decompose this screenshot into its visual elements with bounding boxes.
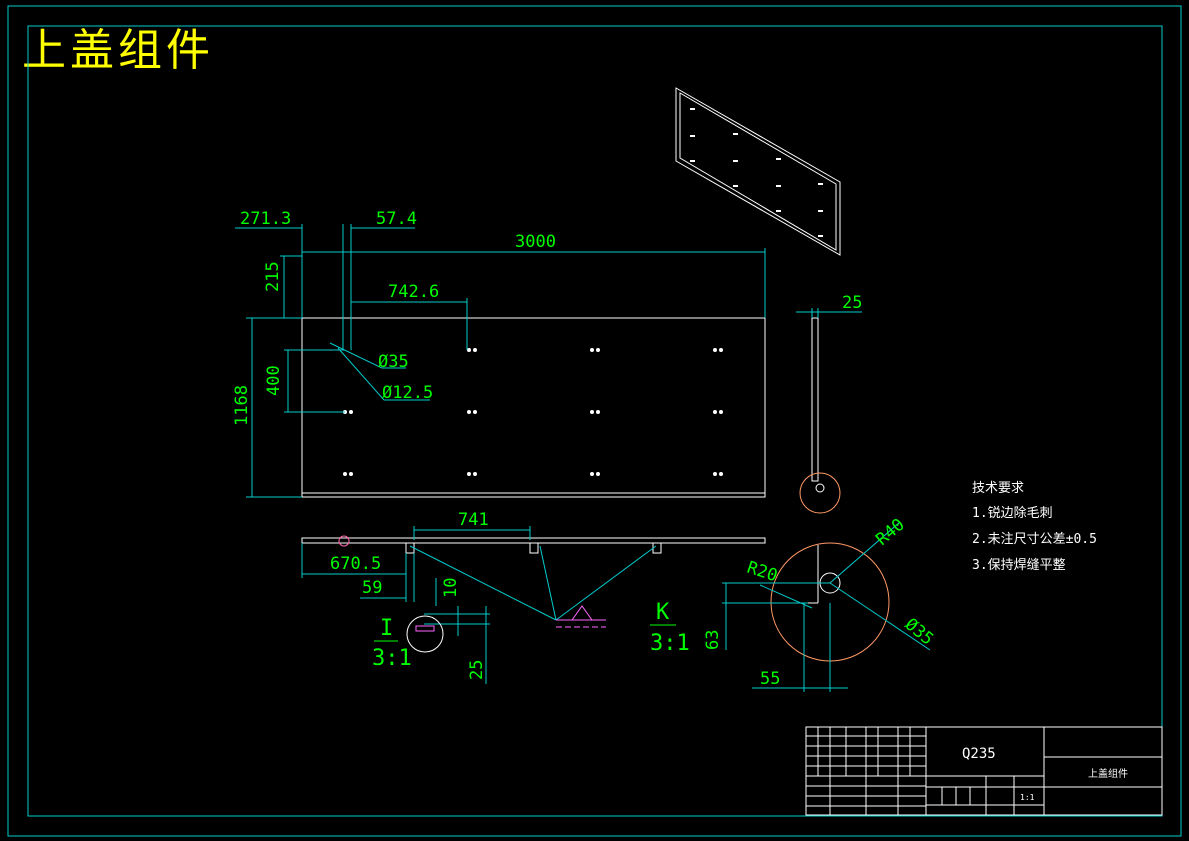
- dim-57: 57.4: [376, 209, 417, 229]
- drawing-title: 上盖组件: [22, 25, 214, 76]
- dim-10: 10: [441, 578, 461, 598]
- bolt-hole: [596, 472, 600, 476]
- bolt-hole: [719, 472, 723, 476]
- bottom-view-dims: [301, 526, 657, 684]
- bolt-hole: [473, 348, 477, 352]
- bolt-hole: [467, 410, 471, 414]
- tech-heading: 技术要求: [972, 481, 1024, 496]
- dim-670: 670.5: [330, 554, 381, 574]
- dim-dia35: Ø35: [378, 352, 409, 372]
- outer-frame: [7, 5, 1182, 837]
- bolt-hole: [590, 472, 594, 476]
- dim-742: 742.6: [388, 282, 439, 302]
- part-name-label: 上盖组件: [1088, 767, 1128, 780]
- bolt-hole: [467, 472, 471, 476]
- bolt-hole: [713, 348, 717, 352]
- detail-labels: I 3:1 K 3:1: [372, 600, 690, 671]
- bolt-hole: [349, 410, 353, 414]
- dim-3000: 3000: [515, 232, 556, 252]
- tech-item-1: 1.锐边除毛刺: [972, 506, 1053, 521]
- dim-1168: 1168: [232, 385, 252, 426]
- tech-requirements: 技术要求 1.锐边除毛刺 2.未注尺寸公差±0.5 3.保持焊缝平整: [972, 481, 1097, 573]
- material-label: Q235: [962, 746, 996, 762]
- detail-i-scale: 3:1: [372, 646, 412, 671]
- dim-741: 741: [458, 510, 489, 530]
- dim-271: 271.3: [240, 209, 291, 229]
- dim-55: 55: [760, 669, 780, 689]
- dim-dia35-b: Ø35: [901, 615, 937, 650]
- dim-r40: R40: [872, 515, 908, 550]
- side-detail-circle: [799, 472, 841, 514]
- side-view-dims: [796, 308, 862, 318]
- weld-symbol: [556, 605, 606, 628]
- dim-r20: R20: [744, 558, 779, 587]
- bolt-hole: [590, 410, 594, 414]
- dim-400: 400: [264, 365, 284, 396]
- bottom-view: [301, 537, 766, 554]
- tech-item-2: 2.未注尺寸公差±0.5: [972, 532, 1097, 547]
- dimension-lines: [235, 224, 766, 498]
- bolt-hole: [596, 410, 600, 414]
- dim-59: 59: [362, 578, 382, 598]
- dim-63: 63: [703, 630, 723, 650]
- scale-label: 1:1: [1020, 793, 1035, 802]
- bolt-hole: [349, 472, 353, 476]
- bolt-hole: [713, 410, 717, 414]
- bolt-hole: [473, 472, 477, 476]
- bolt-hole: [713, 472, 717, 476]
- detail-i-circle: [406, 615, 444, 653]
- detail-k-label: K: [656, 600, 670, 625]
- bolt-hole: [596, 348, 600, 352]
- detail-i-label: I: [380, 616, 393, 641]
- bolt-hole: [719, 348, 723, 352]
- side-view: [811, 317, 819, 482]
- dim-25: 25: [467, 660, 487, 680]
- dimension-texts: 271.3 57.4 3000 742.6 215 1168 400 Ø35 Ø…: [232, 209, 937, 689]
- bolt-hole: [343, 472, 347, 476]
- front-view-plate: [301, 317, 766, 498]
- bolt-hole: [473, 410, 477, 414]
- bolt-hole: [719, 410, 723, 414]
- isometric-plate: [675, 87, 841, 256]
- dim-25-top: 25: [842, 293, 862, 313]
- title-block: [805, 726, 1163, 816]
- dim-215: 215: [263, 261, 283, 292]
- detail-k-scale: 3:1: [650, 631, 690, 656]
- tech-item-3: 3.保持焊缝平整: [972, 557, 1066, 573]
- detail-r40: [722, 521, 931, 692]
- bolt-hole: [590, 348, 594, 352]
- inner-frame: [27, 25, 1163, 817]
- bolt-hole: [467, 348, 471, 352]
- dim-dia12: Ø12.5: [382, 383, 433, 403]
